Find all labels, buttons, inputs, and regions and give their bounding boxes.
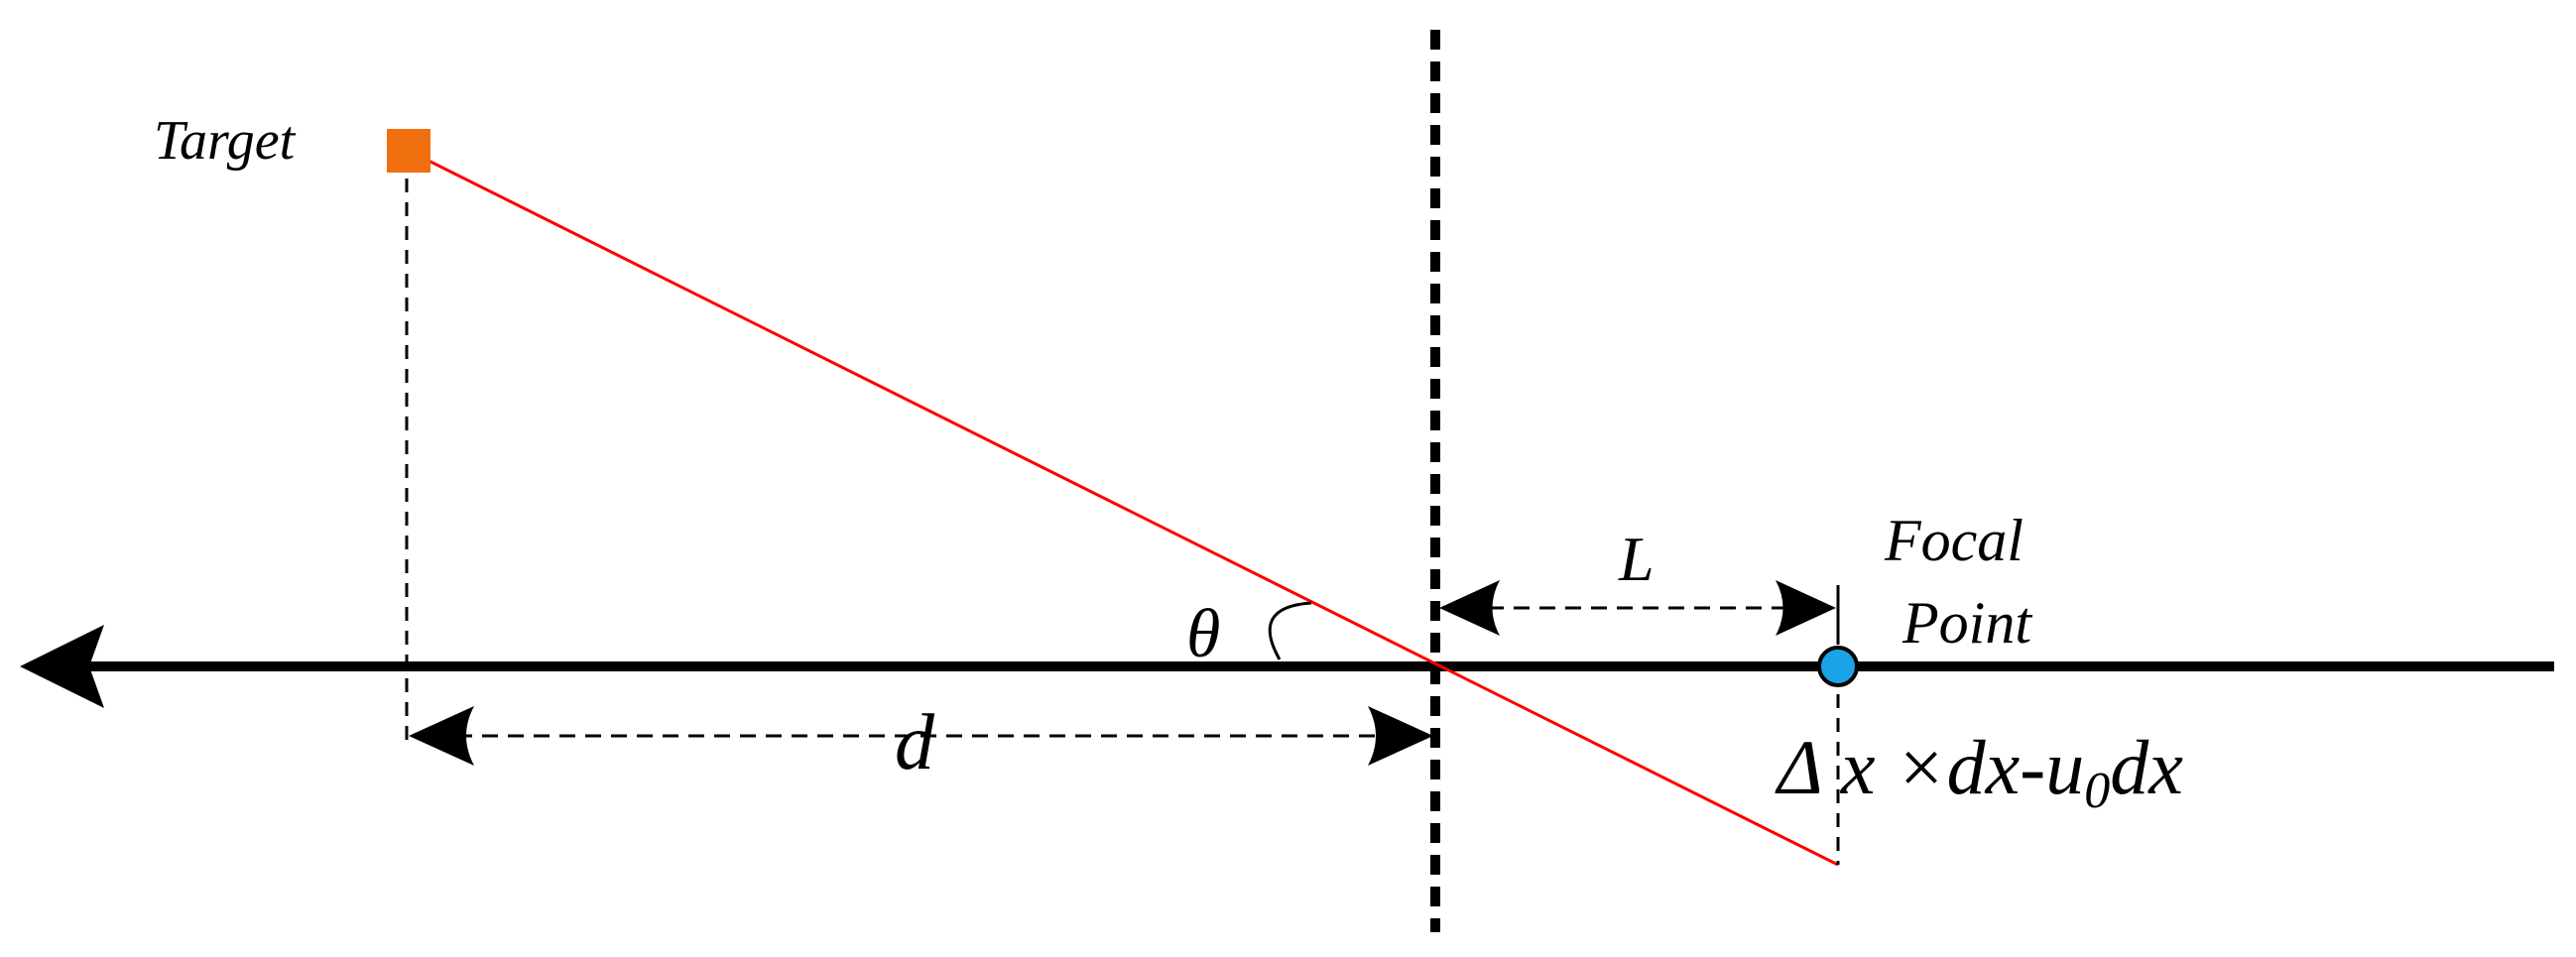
focal-point-marker xyxy=(1817,646,1859,687)
distance-L-right-arrow xyxy=(1776,580,1836,636)
distance-L-left-arrow xyxy=(1439,580,1500,636)
distance-d-left-arrow xyxy=(409,706,474,766)
focal-point-label-line2: Point xyxy=(1901,590,2032,656)
focal-point-label-line1: Focal xyxy=(1884,508,2024,573)
angle-arc xyxy=(1268,601,1312,660)
offset-formula-prefix: Δ x ×dx-u xyxy=(1775,724,2084,810)
target-marker xyxy=(387,129,430,173)
distance-d-right-arrow xyxy=(1368,706,1433,766)
axis-arrowhead xyxy=(20,625,104,708)
offset-formula-suffix: dx xyxy=(2110,724,2183,810)
distance-L-label: L xyxy=(1618,524,1655,594)
light-ray xyxy=(428,159,1839,867)
offset-formula-subscript: 0 xyxy=(2084,763,2110,819)
target-label: Target xyxy=(154,110,297,172)
offset-formula: Δ x ×dx-u0dx xyxy=(1775,724,2183,819)
distance-d-label: d xyxy=(895,699,935,786)
angle-theta-label: θ xyxy=(1186,596,1220,672)
